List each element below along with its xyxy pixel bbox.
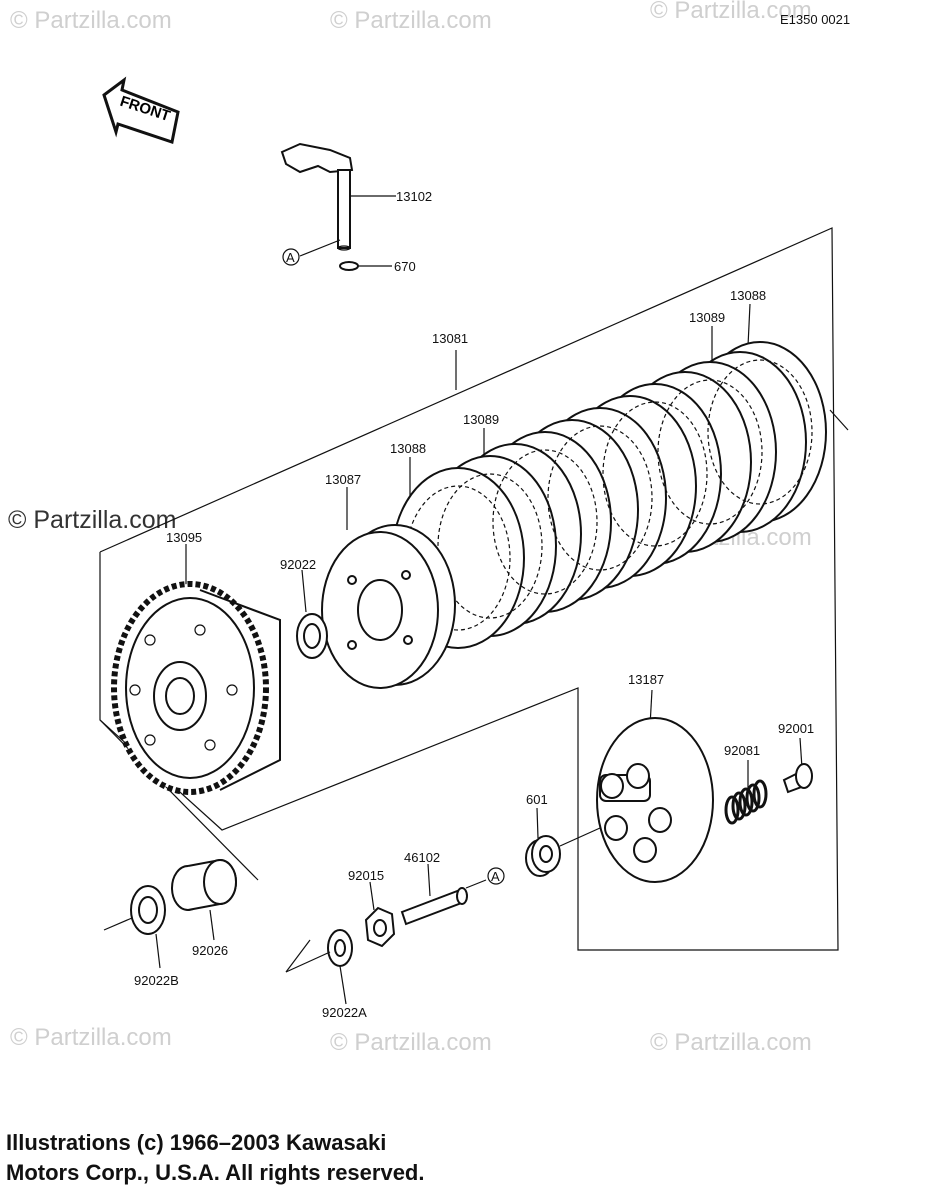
bearing (525, 835, 561, 877)
copyright-line-1: Illustrations (c) 1966–2003 Kawasaki (6, 1130, 387, 1155)
washer-92022 (296, 613, 328, 659)
nut (364, 906, 396, 948)
label-13088-left: 13088 (390, 441, 426, 456)
washer-92022b (130, 885, 166, 935)
release-shaft (280, 142, 396, 257)
label-a-bottom: A (491, 869, 500, 884)
collar (171, 858, 237, 911)
o-ring (339, 261, 359, 271)
spring (724, 779, 768, 825)
watermark-top-right: © Partzilla.com (650, 0, 812, 24)
watermark-top-left: © Partzilla.com (10, 7, 172, 34)
label-13187: 13187 (628, 672, 664, 687)
lock-washer (327, 929, 353, 967)
label-13089-right: 13089 (689, 310, 725, 325)
label-13089-left: 13089 (463, 412, 499, 427)
bolt (782, 763, 813, 794)
label-92022b: 92022B (134, 973, 179, 988)
watermark-bottom-left: © Partzilla.com (10, 1024, 172, 1051)
label-92081: 92081 (724, 743, 760, 758)
copyright-line-2: Motors Corp., U.S.A. All rights reserved… (6, 1160, 425, 1185)
label-92022: 92022 (280, 557, 316, 572)
label-92022a: 92022A (322, 1005, 367, 1020)
watermark-bottom-middle: © Partzilla.com (330, 1029, 492, 1056)
label-13081: 13081 (432, 331, 468, 346)
pressure-plate (596, 717, 714, 883)
ref-a-bottom-circle (487, 867, 505, 885)
label-13102: 13102 (396, 189, 432, 204)
label-13095: 13095 (166, 530, 202, 545)
front-arrow-icon: FRONT (102, 76, 180, 144)
label-92001: 92001 (778, 721, 814, 736)
ref-a-top-circle (282, 248, 300, 266)
label-13087: 13087 (325, 472, 361, 487)
clutch-housing (111, 581, 281, 795)
label-92015: 92015 (348, 868, 384, 883)
clutch-hub (321, 524, 456, 689)
clutch-plates-stack (391, 341, 827, 649)
watermark-bottom-right: © Partzilla.com (650, 1029, 812, 1056)
label-601: 601 (526, 792, 548, 807)
push-rod (400, 887, 468, 926)
watermark-left-dark: © Partzilla.com (8, 506, 176, 534)
label-13088-right: 13088 (730, 288, 766, 303)
label-92026: 92026 (192, 943, 228, 958)
label-670: 670 (394, 259, 416, 274)
diagram-code: E1350 0021 (780, 12, 850, 27)
watermark-top-middle: © Partzilla.com (330, 7, 492, 34)
label-a-top: A (286, 250, 295, 265)
label-46102: 46102 (404, 850, 440, 865)
